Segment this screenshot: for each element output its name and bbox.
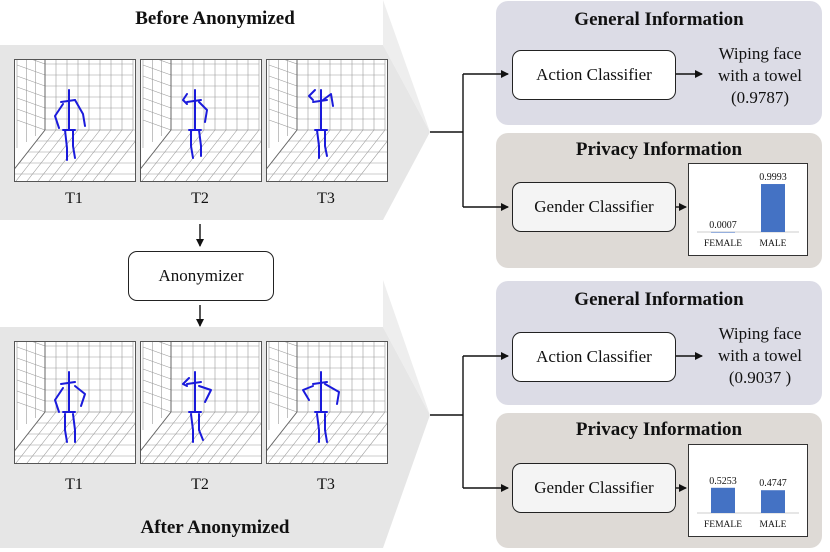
bar-value-label: 0.4747 — [759, 478, 787, 489]
bar-value-label: 0.9993 — [759, 172, 787, 183]
frame-label-after-t1: T1 — [65, 476, 83, 493]
skeleton-frame-after-t1 — [14, 341, 136, 464]
skeleton-frame-before-t3 — [266, 59, 388, 182]
gender-classifier-box: Gender Classifier — [512, 463, 676, 513]
action-confidence: (0.9037 ) — [728, 368, 792, 387]
action-result-line: with a towel — [717, 346, 803, 365]
category-label: FEMALE — [704, 520, 742, 530]
skeleton-frame-after-t3 — [266, 341, 388, 464]
bar-male — [761, 490, 785, 513]
action-result-line: Wiping face — [718, 324, 802, 343]
bar-value-label: 0.0007 — [709, 220, 737, 231]
action-classifier-box: Action Classifier — [512, 332, 676, 382]
frame-label-after-t2: T2 — [191, 476, 209, 493]
frame-label-before-t3: T3 — [317, 190, 335, 207]
gender-classifier-box: Gender Classifier — [512, 182, 676, 232]
skeleton-frame-after-t2 — [140, 341, 262, 464]
category-label: MALE — [760, 239, 787, 249]
bar-male — [761, 184, 785, 232]
bar-value-label: 0.5253 — [709, 476, 737, 487]
action-classifier-box: Action Classifier — [512, 50, 676, 100]
skeleton-frame-before-t1 — [14, 59, 136, 182]
privacy-info-title: Privacy Information — [575, 139, 743, 160]
action-result-after: Wiping face with a towel (0.9037 ) — [704, 323, 816, 389]
privacy-info-title: Privacy Information — [575, 419, 743, 440]
general-info-title: General Information — [574, 289, 744, 310]
frame-label-before-t2: T2 — [191, 190, 209, 207]
before-anonymized-heading: Before Anonymized — [135, 8, 295, 29]
action-confidence: (0.9787) — [730, 88, 790, 107]
frame-label-after-t3: T3 — [317, 476, 335, 493]
action-result-line: Wiping face — [718, 44, 802, 63]
after-anonymized-heading: After Anonymized — [140, 517, 290, 538]
bar-female — [711, 487, 735, 513]
anonymizer-box: Anonymizer — [128, 251, 274, 301]
bar-female — [711, 231, 735, 233]
action-result-line: with a towel — [717, 66, 803, 85]
frame-label-before-t1: T1 — [65, 190, 83, 207]
category-label: FEMALE — [704, 239, 742, 249]
action-result-before: Wiping face with a towel (0.9787) — [704, 43, 816, 109]
skeleton-frame-before-t2 — [140, 59, 262, 182]
category-label: MALE — [760, 520, 787, 530]
general-info-title: General Information — [574, 9, 744, 30]
